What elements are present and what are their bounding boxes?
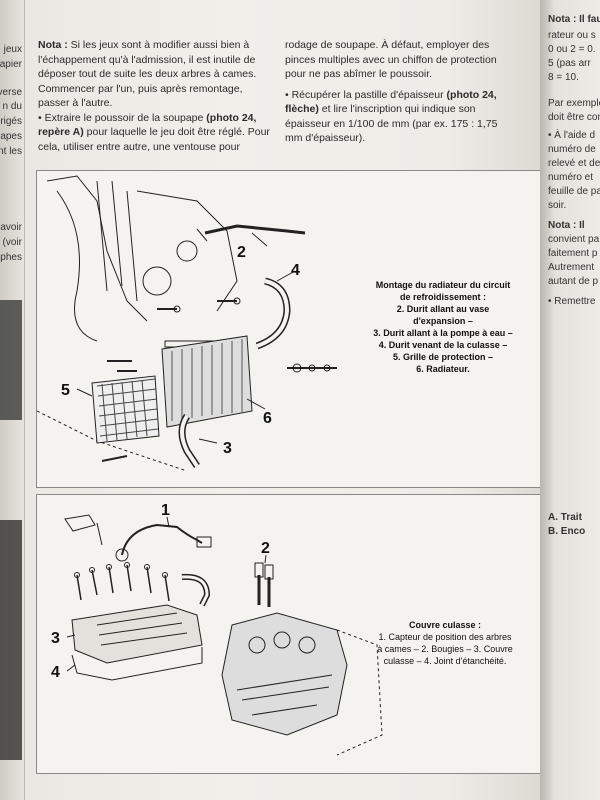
right-page-line: autant de p [548,276,599,287]
nota-text: Si les jeux sont à modifier aussi bien à… [38,39,257,109]
figure-cylinder-head-cover: 1 2 3 4 Couvre culasse : 1. Capteur de p… [36,494,550,774]
right-page-line: Nota : Il [548,220,585,231]
right-page-line: A. Trait [548,512,582,523]
right-page-line: convient pa [548,234,600,245]
photo-reference: (photo 24, repère A) [38,111,257,139]
right-page-edge: Nota : Il fau rateur ou s 0 ou 2 = 0. 5 … [540,0,600,800]
figure-caption: Couvre culasse : 1. Capteur de position … [347,619,543,667]
callout-3: 3 [51,630,60,647]
caption-line: 2. Durit allant au vase [396,304,490,314]
right-page-line: doit être con [548,112,600,123]
right-page-line: soir. [548,200,567,211]
bullet-paragraph: • Récupérer la pastille d'épaisseur (pho… [285,88,517,146]
caption-title: Couvre culasse : [408,620,482,630]
text-column-2: rodage de soupape. À défaut, employer de… [285,38,517,146]
caption-line: 3. Durit allant à la pompe à eau – [373,328,513,338]
text-column-1: Nota : Si les jeux sont à modifier aussi… [38,38,270,154]
nota-label: Nota : [38,39,68,51]
margin-word: n du [2,101,22,112]
caption-line: de refroidissement : [399,292,487,302]
caption-line: 5. Grille de protection – [392,352,494,362]
right-page-line: 5 (pas arr [548,58,591,69]
callout-1: 1 [161,502,170,519]
bullet-paragraph: • Extraire le poussoir de la soupape (ph… [38,111,270,155]
margin-word: aphes [0,252,22,263]
caption-line: Montage du radiateur du circuit [375,280,511,290]
bullet-text: • Extraire le poussoir de la soupape [38,111,204,124]
caption-line: d'expansion – [413,316,473,326]
photo-reference: (photo 24, flèche) [285,88,497,116]
caption-line: culasse – 4. Joint d'étanchéité. [383,656,507,666]
right-page-line: feuille de pa [548,186,600,197]
callout-4: 4 [51,664,60,681]
right-page-line: • À l'aide d [548,130,596,141]
callout-4: 4 [291,262,300,279]
photo-edge [0,300,22,420]
right-page-line: relevé et de [548,158,600,169]
margin-word: apier [0,59,22,70]
callout-2: 2 [237,244,246,261]
manual-page: jeux apier verse n du rigés apes nt les … [0,0,560,800]
nota-paragraph: Nota : Si les jeux sont à modifier aussi… [38,38,270,111]
radiator-exploded-diagram: 2 4 5 6 3 [36,175,337,472]
callout-5: 5 [61,382,70,399]
caption-line: 1. Capteur de position des arbres [378,632,512,642]
caption-line: 4. Durit venant de la culasse – [378,340,508,350]
margin-word: verse [0,87,22,98]
margin-word: rigés [0,116,22,127]
bullet-text: pour laquelle le jeu doit être réglé. Po… [38,126,270,153]
cylinder-head-exploded-diagram: 1 2 3 4 [51,502,383,756]
margin-word: (voir [2,237,22,248]
right-page-line: faitement p [548,248,598,259]
margin-word: avoir [0,222,22,233]
right-page-line: numéro et [548,172,594,183]
margin-word: jeux [3,44,22,55]
right-page-line: 0 ou 2 = 0. [548,44,596,55]
callout-6: 6 [263,410,272,427]
right-page-line: numéro de [548,144,596,155]
callout-2: 2 [261,540,270,557]
figure-caption: Montage du radiateur du circuit de refro… [343,279,543,375]
photo-edge [0,520,22,760]
right-page-line: Nota : Il fau [548,14,600,25]
margin-word: apes [0,131,22,142]
right-page-line: Par exemple [548,98,600,109]
bullet-text: et lire l'inscription qui indique son ép… [285,103,498,144]
right-page-line: B. Enco [548,526,586,537]
right-page-line: rateur ou s [548,30,596,41]
caption-line: à cames – 2. Bougies – 3. Couvre [377,644,513,654]
callout-3: 3 [223,440,232,457]
caption-line: 6. Radiateur. [416,364,470,374]
figure-radiator: 2 4 5 6 3 Montage du radiateur du circui… [36,170,550,488]
bullet-text: • Récupérer la pastille d'épaisseur [285,88,444,101]
paragraph: rodage de soupape. À défaut, employer de… [285,39,497,80]
right-page-line: Autrement [548,262,595,273]
right-page-line: 8 = 10. [548,72,579,83]
left-page-edge: jeux apier verse n du rigés apes nt les … [0,0,25,800]
margin-word: nt les [0,146,22,157]
right-page-line: • Remettre [548,296,596,307]
